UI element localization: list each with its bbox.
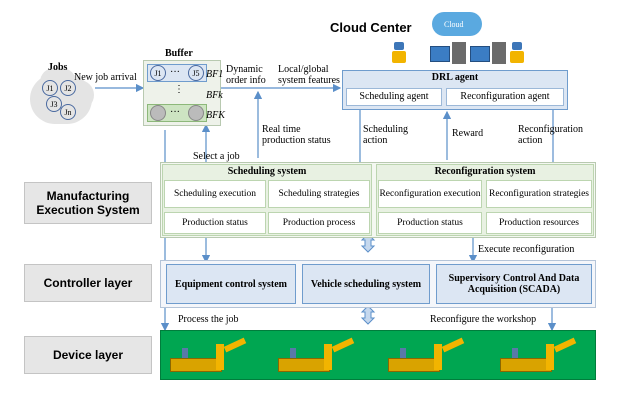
machine-icon: [170, 337, 252, 374]
job-circle: J3: [46, 96, 62, 112]
mes-layer-title: Manufacturing Execution System: [24, 182, 152, 224]
process-job-label: Process the job: [178, 314, 239, 325]
buffer-title: Buffer: [165, 48, 193, 59]
mes-cell-production-status: Production status: [164, 212, 266, 234]
mes-controller-link: [360, 233, 376, 253]
controller-device-link: [360, 305, 376, 325]
buffer-job: [150, 105, 166, 121]
scheduling-system-title: Scheduling system: [227, 166, 307, 177]
job-circle: Jn: [60, 104, 76, 120]
drl-agent-title: DRL agent: [431, 72, 479, 83]
mes-cell-scheduling-strategies: Scheduling strategies: [268, 180, 370, 208]
local-global-label: Local/global system features: [278, 64, 340, 86]
buffer-row-k: ···: [147, 104, 207, 122]
jobs-cloud: Jobs J1 J2 J3 Jn: [26, 62, 96, 128]
cloud-icon: [432, 12, 482, 36]
buffer-dots: ···: [170, 107, 180, 118]
equipment-control-system: Equipment control system: [166, 264, 296, 304]
reward-label: Reward: [452, 128, 484, 139]
scheduling-action-label: Scheduling action: [363, 124, 408, 146]
new-job-arrival-label: New job arrival: [74, 72, 137, 83]
job-circle: J1: [42, 80, 58, 96]
server-icons: [430, 40, 506, 66]
job-circle: J2: [60, 80, 76, 96]
scheduling-agent: Scheduling agent: [346, 88, 442, 106]
dynamic-order-label: Dynamic order info: [226, 64, 266, 86]
machine-icon: [278, 337, 360, 374]
mes-cell-reconfiguration-strategies: Reconfiguration strategies: [486, 180, 592, 208]
mes-cell-scheduling-execution: Scheduling execution: [164, 180, 266, 208]
mes-cell-reconfiguration-execution: Reconfiguration execution: [378, 180, 482, 208]
buffer-vdots: ⋮: [174, 84, 184, 95]
scada-system: Supervisory Control And Data Acquisition…: [436, 264, 592, 304]
machine-icon: [500, 337, 582, 374]
robot-icon: [510, 42, 524, 64]
device-layer-title: Device layer: [24, 336, 152, 374]
reconfiguration-system-title: Reconfiguration system: [434, 166, 536, 177]
buffer-row-1: J1 ··· J5: [147, 64, 207, 82]
machine-icon: [388, 337, 470, 374]
robot-icon: [392, 42, 406, 64]
reconfigure-workshop-label: Reconfigure the workshop: [430, 314, 537, 325]
mes-cell-production-status-2: Production status: [378, 212, 482, 234]
bf1-label: BF1: [206, 69, 224, 80]
mes-cell-production-process: Production process: [268, 212, 370, 234]
cloud-center-title: Cloud Center: [330, 20, 412, 35]
buffer-dots: ···: [170, 67, 180, 78]
reconfiguration-agent: Reconfiguration agent: [446, 88, 564, 106]
vehicle-scheduling-system: Vehicle scheduling system: [302, 264, 430, 304]
reconfiguration-action-label: Reconfiguration action: [518, 124, 583, 146]
buffer-job: [188, 105, 204, 121]
buffer-job: J1: [150, 65, 166, 81]
jobs-title: Jobs: [48, 62, 68, 73]
bfK-label: BFK: [206, 110, 225, 121]
bfk-label: BFk: [206, 90, 223, 101]
mes-cell-production-resources: Production resources: [486, 212, 592, 234]
buffer-job: J5: [188, 65, 204, 81]
execute-reconfiguration-label: Execute reconfiguration: [478, 244, 575, 255]
cloud-icon-label: Cloud: [444, 20, 464, 29]
select-job-label: Select a job: [193, 151, 240, 162]
controller-layer-title: Controller layer: [24, 264, 152, 302]
real-time-label: Real time production status: [262, 124, 331, 146]
